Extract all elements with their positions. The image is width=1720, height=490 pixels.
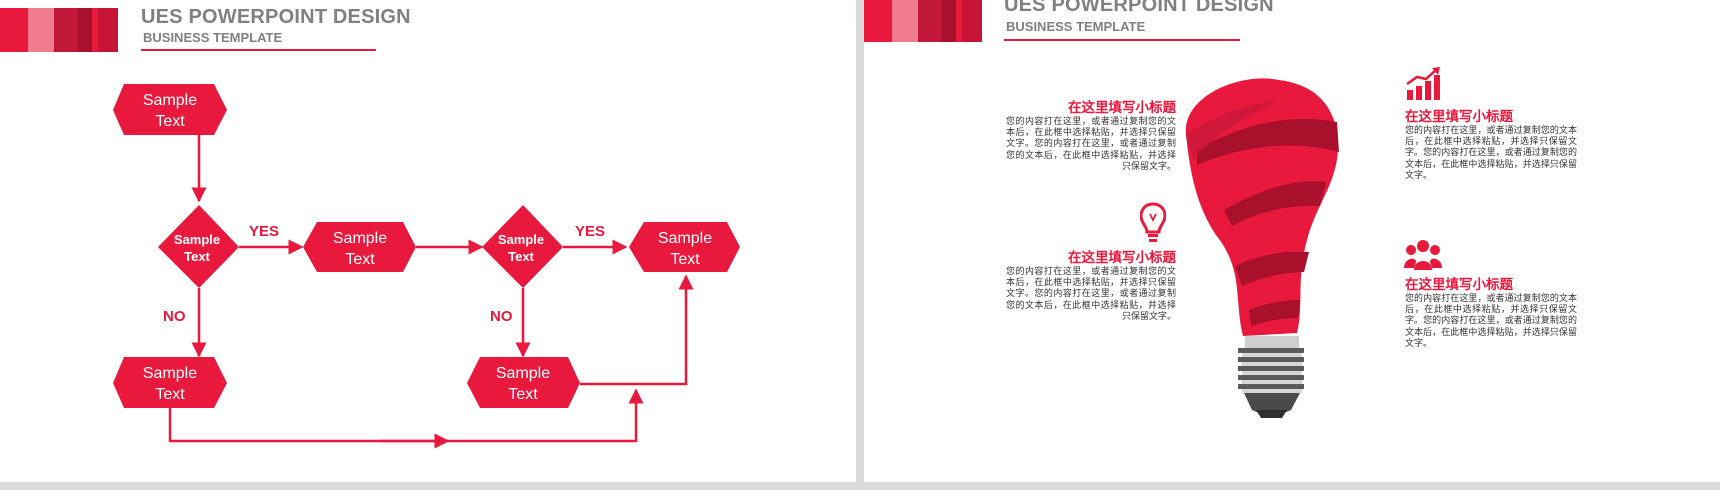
lightbulb-icon (1140, 202, 1166, 242)
node-label-start-2: Text (155, 113, 185, 130)
header-subtitle: BUSINESS TEMPLATE (1006, 19, 1146, 34)
header-subtitle: BUSINESS TEMPLATE (143, 30, 283, 45)
info-block-body: 您的内容打在这里，或者通过复制您的文本后，在此框中选择粘贴，并选择只保留文字。您… (1405, 126, 1577, 181)
header-color-bars (0, 8, 118, 52)
yes-label-1: YES (249, 223, 279, 240)
header-underline (1004, 39, 1240, 41)
flow-connectors (168, 135, 694, 449)
flow-branch-labels: YES YES NO NO (163, 223, 605, 325)
node-label-no-1: Sample (143, 365, 197, 382)
flow-node-process-1 (303, 222, 416, 272)
flow-node-end (629, 222, 740, 272)
header-title: UES POWERPOINT DESIGN (141, 6, 411, 28)
node-label-decision-2: Sample (498, 232, 544, 247)
flowchart: Sample Text Sample Text Sample Text Samp… (113, 84, 740, 449)
flow-node-start (113, 84, 227, 135)
node-label-decision-1-2: Text (184, 249, 210, 264)
info-block-bottom-left: 在这里填写小标题 您的内容打在这里，或者通过复制您的文本后，在此框中选择粘贴，并… (1006, 250, 1176, 323)
node-label-process-1: Sample (333, 230, 387, 247)
node-label-start: Sample (143, 92, 197, 109)
info-block-top-left: 在这里填写小标题 您的内容打在这里，或者通过复制您的文本后，在此框中选择粘贴，并… (1006, 100, 1176, 173)
info-block-body: 您的内容打在这里，或者通过复制您的文本后，在此框中选择粘贴，并选择只保留文字。您… (1006, 267, 1176, 322)
bulb-base (1238, 336, 1304, 418)
node-label-no-2: Sample (496, 365, 550, 382)
node-label-no-2-2: Text (508, 386, 538, 403)
header-title: UES POWERPOINT DESIGN (1004, 0, 1274, 16)
info-block-title: 在这里填写小标题 (1068, 100, 1176, 116)
yes-label-2: YES (575, 223, 605, 240)
info-block-title: 在这里填写小标题 (1068, 250, 1176, 266)
info-block-title: 在这里填写小标题 (1405, 109, 1513, 125)
slide-lightbulb: UES POWERPOINT DESIGN BUSINESS TEMPLATE (864, 0, 1720, 482)
flow-node-no-1 (113, 357, 227, 408)
node-label-no-1-2: Text (155, 386, 185, 403)
info-block-body: 您的内容打在这里，或者通过复制您的文本后，在此框中选择粘贴，并选择只保留文字。您… (1006, 117, 1176, 172)
node-label-end-2: Text (670, 251, 700, 268)
no-label-2: NO (490, 308, 513, 325)
bulb-glass (1185, 78, 1339, 337)
info-block-bottom-right: 在这里填写小标题 您的内容打在这里，或者通过复制您的文本后，在此框中选择粘贴，并… (1405, 277, 1577, 350)
info-block-title: 在这里填写小标题 (1405, 277, 1513, 293)
node-label-decision-2-2: Text (508, 249, 534, 264)
flow-decision-1 (158, 205, 239, 288)
people-group-icon (1404, 240, 1442, 270)
flow-decision-2 (482, 205, 563, 288)
flow-node-no-2 (467, 357, 580, 408)
info-block-body: 您的内容打在这里，或者通过复制您的文本后，在此框中选择粘贴，并选择只保留文字。您… (1405, 294, 1577, 349)
node-label-end: Sample (658, 230, 712, 247)
bar-chart-growth-icon (1406, 67, 1440, 100)
slide-flowchart: UES POWERPOINT DESIGN BUSINESS TEMPLATE (0, 0, 856, 482)
flow-shapes (113, 84, 740, 408)
lightbulb-graphic (1185, 78, 1339, 418)
no-label-1: NO (163, 308, 186, 325)
info-block-top-right: 在这里填写小标题 您的内容打在这里，或者通过复制您的文本后，在此框中选择粘贴，并… (1405, 109, 1577, 182)
node-label-process-1-2: Text (345, 251, 375, 268)
node-label-decision-1: Sample (174, 232, 220, 247)
flow-node-labels: Sample Text Sample Text Sample Text Samp… (143, 92, 712, 403)
header-color-bars (864, 0, 982, 42)
header-underline (141, 49, 376, 51)
